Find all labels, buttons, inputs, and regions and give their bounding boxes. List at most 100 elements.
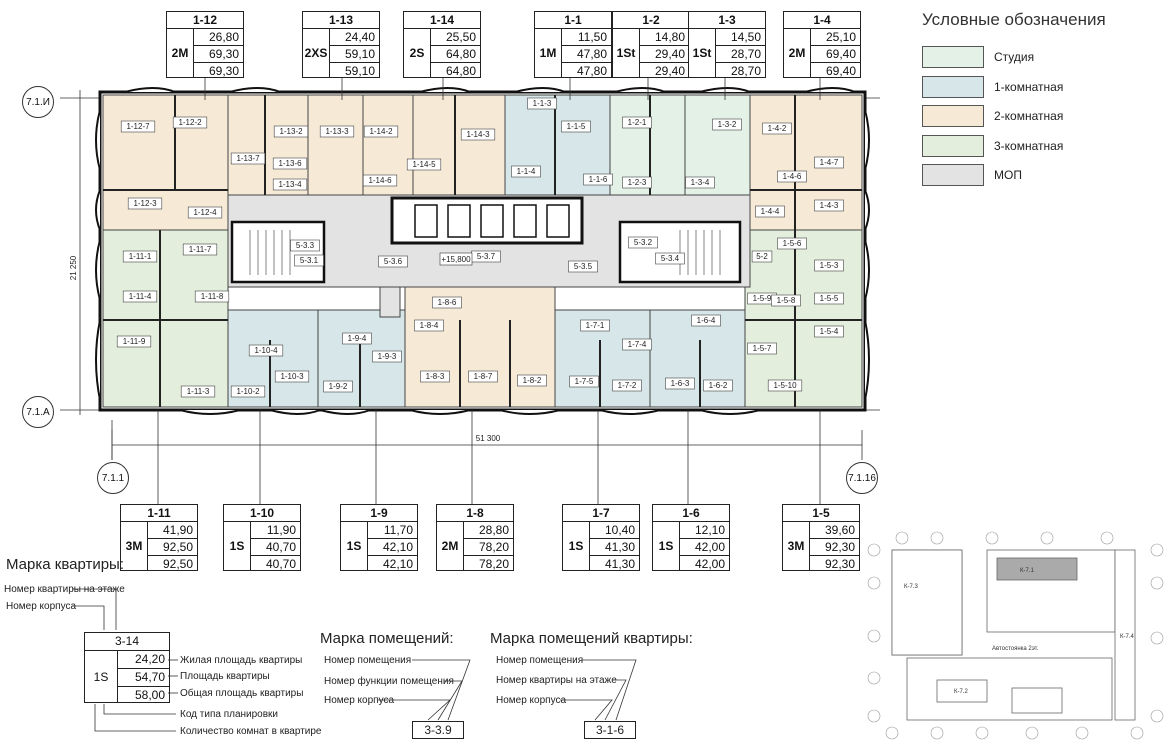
living-area: 25,10 — [811, 29, 860, 46]
apartment-number: 1-2 — [613, 12, 689, 29]
apt-room-mark-l1: Номер помещения — [496, 655, 584, 666]
total-area: 42,10 — [382, 557, 413, 571]
room-label-box — [777, 170, 807, 183]
layout-code-label: Код типа планировки — [180, 709, 279, 720]
room-label: 1-5-9 — [753, 294, 772, 303]
room-label: 1-6-4 — [697, 316, 716, 325]
room-label: 1-9-2 — [329, 382, 348, 391]
apartment-type: 3M — [121, 522, 148, 570]
living-area: 12,10 — [680, 522, 729, 539]
room-label: 1-13-7 — [236, 154, 260, 163]
room-label-box — [230, 152, 266, 165]
room-label: 1-12-2 — [178, 118, 202, 127]
legend-swatch — [922, 134, 984, 157]
living-area: 11,50 — [562, 29, 611, 46]
apartment-area: 47,80 — [562, 46, 611, 63]
room-label-box — [272, 178, 308, 191]
stair-lines — [249, 230, 721, 275]
apartment-type: 1S — [341, 522, 368, 570]
room-label: 1-1-5 — [567, 122, 586, 131]
total-area: 69,30 — [208, 64, 239, 78]
apt-room-mark-sample: 3-1-6 — [584, 721, 636, 739]
apartment-number: 1-12 — [167, 12, 243, 29]
apartment-area: 92,50 — [148, 539, 197, 556]
room-label-box — [420, 370, 450, 383]
room-label-box — [116, 335, 152, 348]
room-label: 1-14-2 — [369, 127, 393, 136]
living-area: 10,40 — [590, 522, 639, 539]
room-label: 1-2-3 — [628, 178, 647, 187]
room-label: 1-13-2 — [279, 127, 303, 136]
living-area: 26,80 — [194, 29, 243, 46]
apt-room-mark-l3: Номер корпуса — [496, 695, 567, 706]
room-label-box — [703, 379, 733, 392]
apartment-area: 40,70 — [251, 539, 300, 556]
legend-swatch — [922, 105, 984, 127]
room-label-box — [127, 197, 163, 210]
axis-marker-16: 7.1.16 — [846, 462, 878, 494]
total-area: 92,30 — [824, 557, 855, 571]
room-label: 1-8-2 — [523, 376, 542, 385]
room-label-box — [272, 157, 308, 170]
room-label-box — [712, 118, 742, 131]
room-label-box — [814, 292, 844, 305]
site-k72: К-7.2 — [954, 689, 968, 695]
room-label-box — [751, 250, 773, 263]
apartment-number: 1-11 — [121, 505, 197, 522]
room-label-box — [762, 122, 792, 135]
axis-marker-bottom-left: 7.1.А — [22, 396, 54, 428]
apartment-type: 1S — [224, 522, 251, 570]
legend-title: Условные обозначения — [922, 10, 1106, 29]
room-label: 1-3-2 — [718, 120, 737, 129]
room-label: 1-12-7 — [126, 122, 150, 131]
apartment-type: 3M — [783, 522, 810, 570]
room-label: 1-12-3 — [133, 199, 157, 208]
room-label-box — [378, 255, 408, 268]
room-label: 5-2 — [756, 252, 768, 261]
room-label-box — [583, 173, 613, 186]
room-label: 5-3.4 — [661, 254, 680, 263]
living-area: 24,40 — [330, 29, 379, 46]
total-area: 59,10 — [344, 64, 375, 78]
room-label-box — [432, 296, 462, 309]
legend-label: Студия — [994, 50, 1035, 64]
living-area: 39,60 — [810, 522, 859, 539]
apartment-number: 1-5 — [783, 505, 859, 522]
room-label-box — [414, 319, 444, 332]
room-label: 1-13-6 — [278, 159, 302, 168]
room-label-box — [527, 97, 557, 110]
room-mark-l1: Номер помещения — [324, 655, 412, 666]
room-label-box — [665, 377, 695, 390]
room-label-box — [362, 174, 398, 187]
apartment-type: 1M — [535, 29, 562, 77]
room-label: 1-13-3 — [325, 127, 349, 136]
room-label-box — [622, 116, 652, 129]
apartment-number: 1-10 — [224, 505, 300, 522]
apt-mark-v1: 24,20 — [118, 651, 169, 669]
room-mark-sample: 3-3.9 — [412, 721, 464, 739]
room-label: 1-1-6 — [589, 175, 608, 184]
room-label-box — [777, 237, 807, 250]
room-label-box — [517, 374, 547, 387]
room-label-box — [569, 375, 599, 388]
living-area-label: Жилая площадь квартиры — [180, 655, 303, 666]
room-label-box — [274, 370, 310, 383]
room-label-box — [342, 332, 372, 345]
dim-width: 51 300 — [476, 434, 501, 443]
room-label: 1-9-4 — [348, 334, 367, 343]
room-label-box — [194, 290, 230, 303]
room-label-box — [294, 254, 324, 267]
legend-swatch — [922, 75, 984, 98]
room-label: 1-7-1 — [586, 321, 605, 330]
legend-label: 1-комнатная — [994, 79, 1064, 94]
room-label: 5-3.6 — [384, 257, 403, 266]
room-label-box — [323, 380, 353, 393]
apartment-number: 1-4 — [784, 12, 860, 29]
room-label: 1-8-7 — [474, 372, 493, 381]
elevator-core — [230, 196, 742, 284]
floor-num-label: Номер квартиры на этаже — [4, 584, 125, 595]
room-label: 1-11-4 — [129, 292, 152, 301]
